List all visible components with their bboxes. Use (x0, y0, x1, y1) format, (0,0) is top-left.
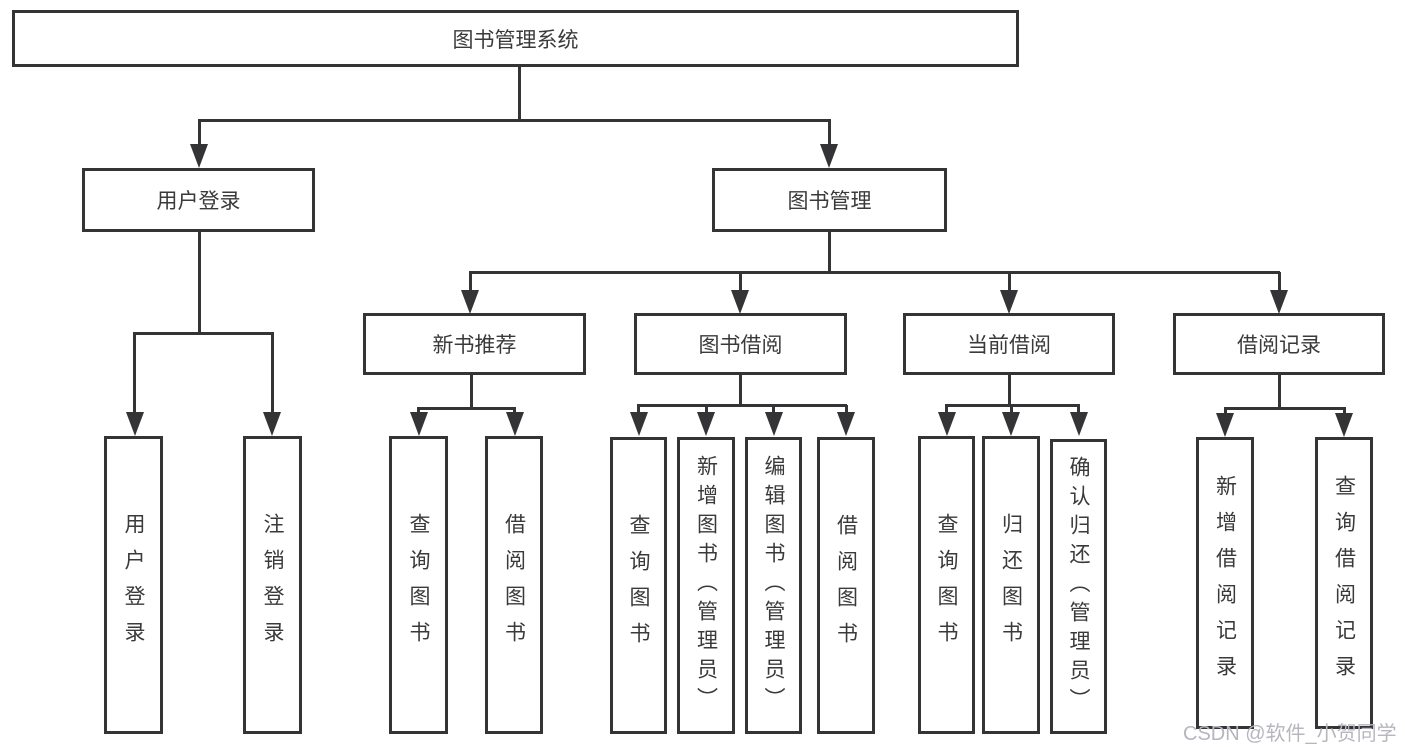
connector-stem (1343, 408, 1346, 414)
arrowhead-down-icon (1270, 290, 1288, 314)
connector-stem (1010, 405, 1013, 413)
connector-stem-borrow-records (1278, 272, 1281, 292)
arrowhead-down-icon (1070, 412, 1088, 436)
connector-stem-user-login (198, 120, 201, 146)
node-label-leaf-add-borrow-record: 新增借阅记录 (1213, 475, 1237, 691)
node-box-user-login: 用户登录 (82, 168, 315, 232)
connector-level1-bracket (198, 119, 831, 122)
connector-stem (637, 405, 640, 413)
connector-new-book-bracket (417, 407, 516, 410)
arrowhead-down-icon (190, 144, 208, 168)
arrowhead-down-icon (697, 412, 715, 436)
arrowhead-down-icon (263, 412, 281, 436)
node-label-book-management: 图书管理 (787, 190, 872, 213)
arrowhead-down-icon (765, 412, 783, 436)
node-label-leaf-return-books: 归还图书 (999, 513, 1023, 657)
arrowhead-down-icon (506, 412, 524, 436)
connector-stem (945, 405, 948, 413)
connector-stem (1077, 405, 1080, 413)
connector-stem-leaf-login (133, 333, 136, 413)
node-box-leaf-edit-books-admin: 编辑图书（管理员） (745, 437, 802, 734)
connector-stem (1224, 408, 1227, 414)
connector-book-management-trunk (828, 232, 831, 273)
node-box-leaf-borrow-books-2: 借阅图书 (817, 437, 875, 734)
connector-stem (845, 405, 848, 413)
node-box-book-borrowing: 图书借阅 (634, 313, 847, 375)
arrowhead-down-icon (461, 290, 479, 314)
node-label-book-borrowing: 图书借阅 (698, 334, 783, 357)
node-label-leaf-borrow-books-2: 借阅图书 (834, 513, 858, 658)
arrowhead-down-icon (1335, 413, 1353, 437)
node-box-new-book-recommend: 新书推荐 (363, 313, 586, 375)
arrowhead-down-icon (938, 412, 956, 436)
connector-current-borrow-trunk (1008, 375, 1011, 406)
connector-stem-book-borrow (739, 272, 742, 292)
connector-book-borrow-bracket (637, 404, 847, 407)
connector-new-book-trunk (470, 375, 473, 409)
connector-borrow-records-bracket (1224, 407, 1346, 410)
node-box-leaf-query-books-3: 查询图书 (918, 436, 975, 734)
node-box-leaf-query-books-2: 查询图书 (610, 437, 667, 734)
node-box-leaf-return-books: 归还图书 (982, 436, 1040, 734)
arrowhead-down-icon (731, 290, 749, 314)
node-label-leaf-logout: 注销登录 (261, 513, 284, 657)
node-label-leaf-query-books-3: 查询图书 (935, 513, 958, 657)
node-box-leaf-query-books-1: 查询图书 (389, 436, 448, 734)
connector-borrow-records-trunk (1278, 375, 1281, 410)
node-box-book-management: 图书管理 (712, 168, 947, 232)
connector-stem-new-book (469, 272, 472, 292)
node-label-leaf-add-books-admin: 新增图书（管理员） (694, 455, 718, 716)
connector-stem (417, 408, 420, 414)
node-label-leaf-borrow-books-1: 借阅图书 (502, 513, 526, 657)
arrowhead-down-icon (820, 144, 838, 168)
node-label-leaf-query-borrow-record: 查询借阅记录 (1332, 475, 1356, 691)
csdn-watermark: CSDN @软件_小贺同学 (1183, 723, 1397, 745)
connector-stem-book-management (828, 120, 831, 146)
arrowhead-down-icon (1000, 290, 1018, 314)
arrowhead-down-icon (1002, 412, 1020, 436)
connector-stem (772, 405, 775, 413)
node-label-leaf-query-books-2: 查询图书 (627, 513, 650, 658)
node-label-leaf-query-books-1: 查询图书 (407, 513, 430, 657)
arrowhead-down-icon (126, 412, 144, 436)
connector-user-login-trunk (198, 232, 201, 334)
node-label-new-book-recommend: 新书推荐 (432, 334, 517, 357)
connector-stem (513, 408, 516, 414)
connector-stem-current-borrow (1008, 272, 1011, 292)
node-label-leaf-confirm-return-admin: 确认归还（管理员） (1067, 456, 1090, 717)
connector-book-borrow-trunk (739, 375, 742, 406)
connector-root-trunk (518, 65, 521, 121)
node-box-leaf-borrow-books-1: 借阅图书 (485, 436, 543, 734)
connector-stem (705, 405, 708, 413)
node-box-leaf-logout: 注销登录 (243, 436, 302, 734)
node-box-leaf-confirm-return-admin: 确认归还（管理员） (1050, 439, 1107, 734)
connector-user-login-bracket (133, 332, 274, 335)
node-label-borrowing-records: 借阅记录 (1237, 334, 1321, 357)
arrowhead-down-icon (630, 412, 648, 436)
node-box-leaf-add-books-admin: 新增图书（管理员） (677, 437, 735, 734)
connector-level2-bracket (469, 271, 1280, 274)
node-box-leaf-add-borrow-record: 新增借阅记录 (1196, 437, 1254, 729)
node-label-root: 图书管理系统 (452, 28, 579, 52)
node-box-leaf-user-login: 用户登录 (104, 436, 163, 734)
node-label-leaf-edit-books-admin: 编辑图书（管理员） (762, 455, 785, 716)
node-box-current-borrowing: 当前借阅 (903, 313, 1115, 375)
node-box-borrowing-records: 借阅记录 (1173, 313, 1385, 375)
node-box-root: 图书管理系统 (12, 10, 1019, 67)
arrowhead-down-icon (410, 412, 428, 436)
connector-stem-leaf-logout (271, 333, 274, 413)
node-box-leaf-query-borrow-record: 查询借阅记录 (1315, 437, 1373, 729)
node-label-user-login: 用户登录 (156, 190, 241, 213)
node-label-current-borrowing: 当前借阅 (967, 334, 1051, 357)
arrowhead-down-icon (1216, 413, 1234, 437)
node-label-leaf-user-login: 用户登录 (122, 513, 145, 657)
arrowhead-down-icon (837, 412, 855, 436)
